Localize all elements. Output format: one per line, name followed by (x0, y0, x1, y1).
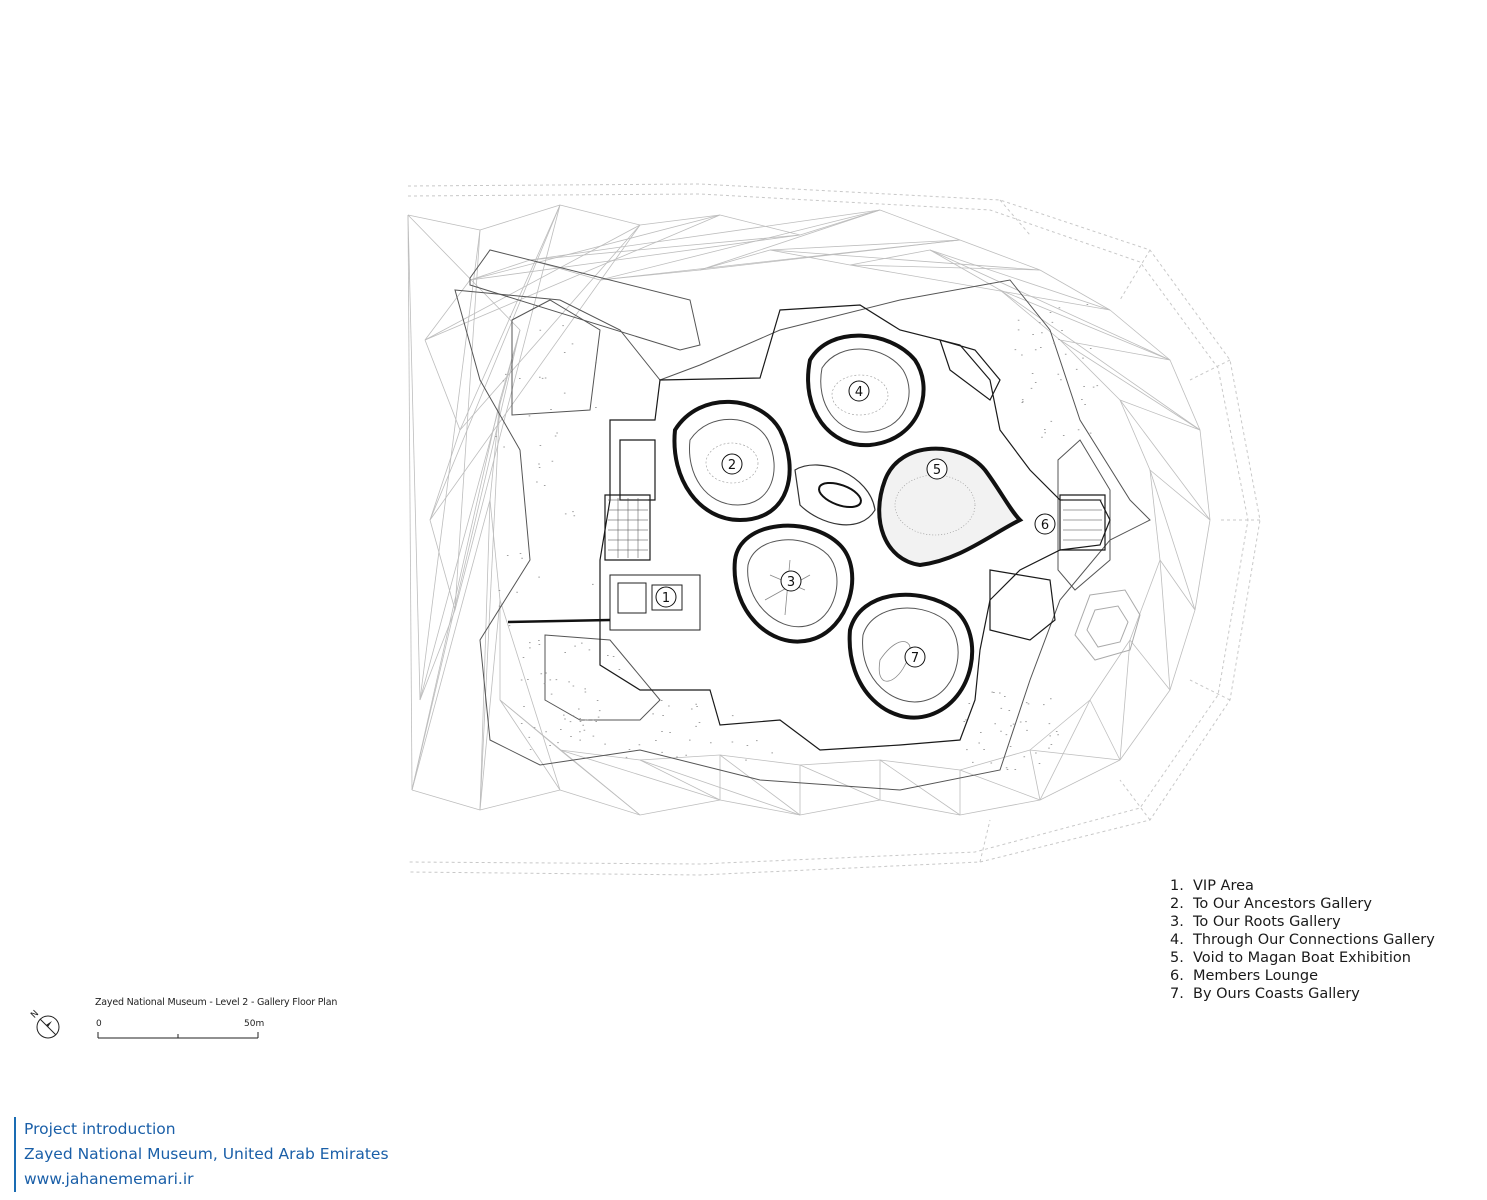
room-marker-7: 7 (904, 646, 926, 668)
legend-number: 1. (1170, 878, 1184, 894)
room-markers: 1 2 3 4 5 6 7 (655, 380, 1056, 668)
footer-caption: Project introduction Zayed National Muse… (14, 1117, 389, 1192)
svg-text:6: 6 (1041, 518, 1049, 533)
footer-line-1: Project introduction (24, 1120, 176, 1138)
legend-number: 4. (1170, 932, 1184, 948)
room-marker-4: 4 (848, 380, 870, 402)
gallery-5 (877, 446, 1024, 568)
footer-line-3[interactable]: www.jahanememari.ir (24, 1170, 194, 1188)
svg-text:2: 2 (728, 458, 736, 473)
svg-text:5: 5 (933, 463, 941, 478)
scale-end-label: 50m (244, 1019, 265, 1029)
entrance-wall (507, 618, 611, 624)
room-marker-5: 5 (926, 458, 948, 480)
scale-start-label: 0 (96, 1019, 102, 1029)
legend-number: 7. (1170, 986, 1184, 1002)
legend-item-3: 3. To Our Roots Gallery (1170, 913, 1435, 931)
central-atrium (794, 464, 876, 526)
legend-number: 6. (1170, 968, 1184, 984)
terrace-outline (454, 249, 1151, 791)
legend-label: Through Our Connections Gallery (1193, 932, 1435, 948)
room-marker-2: 2 (721, 453, 743, 475)
legend-number: 3. (1170, 914, 1184, 930)
legend-number: 5. (1170, 950, 1184, 966)
legend-item-7: 7. By Ours Coasts Gallery (1170, 985, 1435, 1003)
legend-label: VIP Area (1193, 878, 1254, 894)
room-marker-3: 3 (780, 570, 802, 592)
gallery-4 (806, 333, 926, 448)
legend-label: Members Lounge (1193, 968, 1319, 984)
grid-hatch-blocks (608, 498, 1102, 558)
scale-bar (97, 1032, 259, 1039)
roof-triangulation-mesh (407, 204, 1211, 816)
svg-text:7: 7 (911, 651, 919, 666)
legend-number: 2. (1170, 896, 1184, 912)
legend-item-6: 6. Members Lounge (1170, 967, 1435, 985)
legend-label: By Ours Coasts Gallery (1193, 986, 1360, 1002)
vip-area (609, 574, 701, 631)
legend-item-1: 1. VIP Area (1170, 877, 1435, 895)
room-marker-6: 6 (1034, 513, 1056, 535)
gallery-2 (672, 399, 792, 523)
legend: 1. VIP Area 2. To Our Ancestors Gallery 3. To… (1170, 877, 1435, 1003)
landscape-dots (495, 304, 1099, 770)
legend-label: To Our Ancestors Gallery (1193, 896, 1372, 912)
svg-text:4: 4 (855, 385, 863, 400)
legend-item-2: 2. To Our Ancestors Gallery (1170, 895, 1435, 913)
plan-title: Zayed National Museum - Level 2 - Galler… (95, 997, 338, 1008)
svg-text:3: 3 (787, 575, 795, 590)
legend-item-5: 5. Void to Magan Boat Exhibition (1170, 949, 1435, 967)
outer-dashed-envelope (407, 183, 1261, 876)
north-label: N (29, 1009, 41, 1021)
legend-item-4: 4. Through Our Connections Gallery (1170, 931, 1435, 949)
svg-text:1: 1 (662, 591, 670, 606)
footer-line-2: Zayed National Museum, United Arab Emira… (24, 1145, 389, 1163)
building-footprint (599, 304, 1111, 751)
room-marker-1: 1 (655, 586, 677, 608)
octagon-pavilion (1074, 589, 1141, 661)
legend-label: Void to Magan Boat Exhibition (1193, 950, 1411, 966)
legend-label: To Our Roots Gallery (1193, 914, 1341, 930)
gallery-7 (847, 592, 975, 720)
north-arrow-icon: N (29, 1009, 60, 1039)
